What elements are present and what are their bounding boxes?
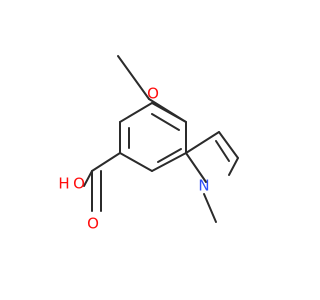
bond-c4-c5-inner — [151, 113, 180, 131]
bond-acid-carbon-hydroxyl — [83, 170, 93, 187]
bond-methoxy-oxygen-methyl — [117, 55, 150, 100]
bond-c3-c2-inner — [215, 140, 230, 162]
methoxy-oxygen-label: O — [147, 85, 159, 103]
bond-c3a-c3 — [185, 131, 220, 154]
bond-c7a-c3a — [151, 152, 187, 172]
bond-n1-methyl — [203, 193, 217, 223]
bond-c7a-c3a-inner — [157, 148, 182, 163]
acid-carbonyl-label: O — [87, 215, 99, 233]
ring-nitrogen-label: N — [198, 177, 209, 195]
acid-hydroxyl-label-h: H — [58, 175, 69, 193]
acid-hydroxyl-label-o: O — [73, 175, 85, 193]
bond-c7-c7a — [119, 152, 153, 172]
bond-c2-n1 — [228, 157, 239, 176]
molecule-structure: O H O O N — [58, 55, 239, 233]
bond-c6-acid-carbon — [91, 152, 121, 172]
bond-c5-c6 — [119, 102, 153, 123]
molecule-canvas: O H O O N — [58, 55, 239, 233]
bond-n1-c7a — [185, 152, 207, 183]
bond-c3-c2 — [218, 131, 239, 159]
bond-c4-methoxy-oxygen — [148, 98, 187, 123]
